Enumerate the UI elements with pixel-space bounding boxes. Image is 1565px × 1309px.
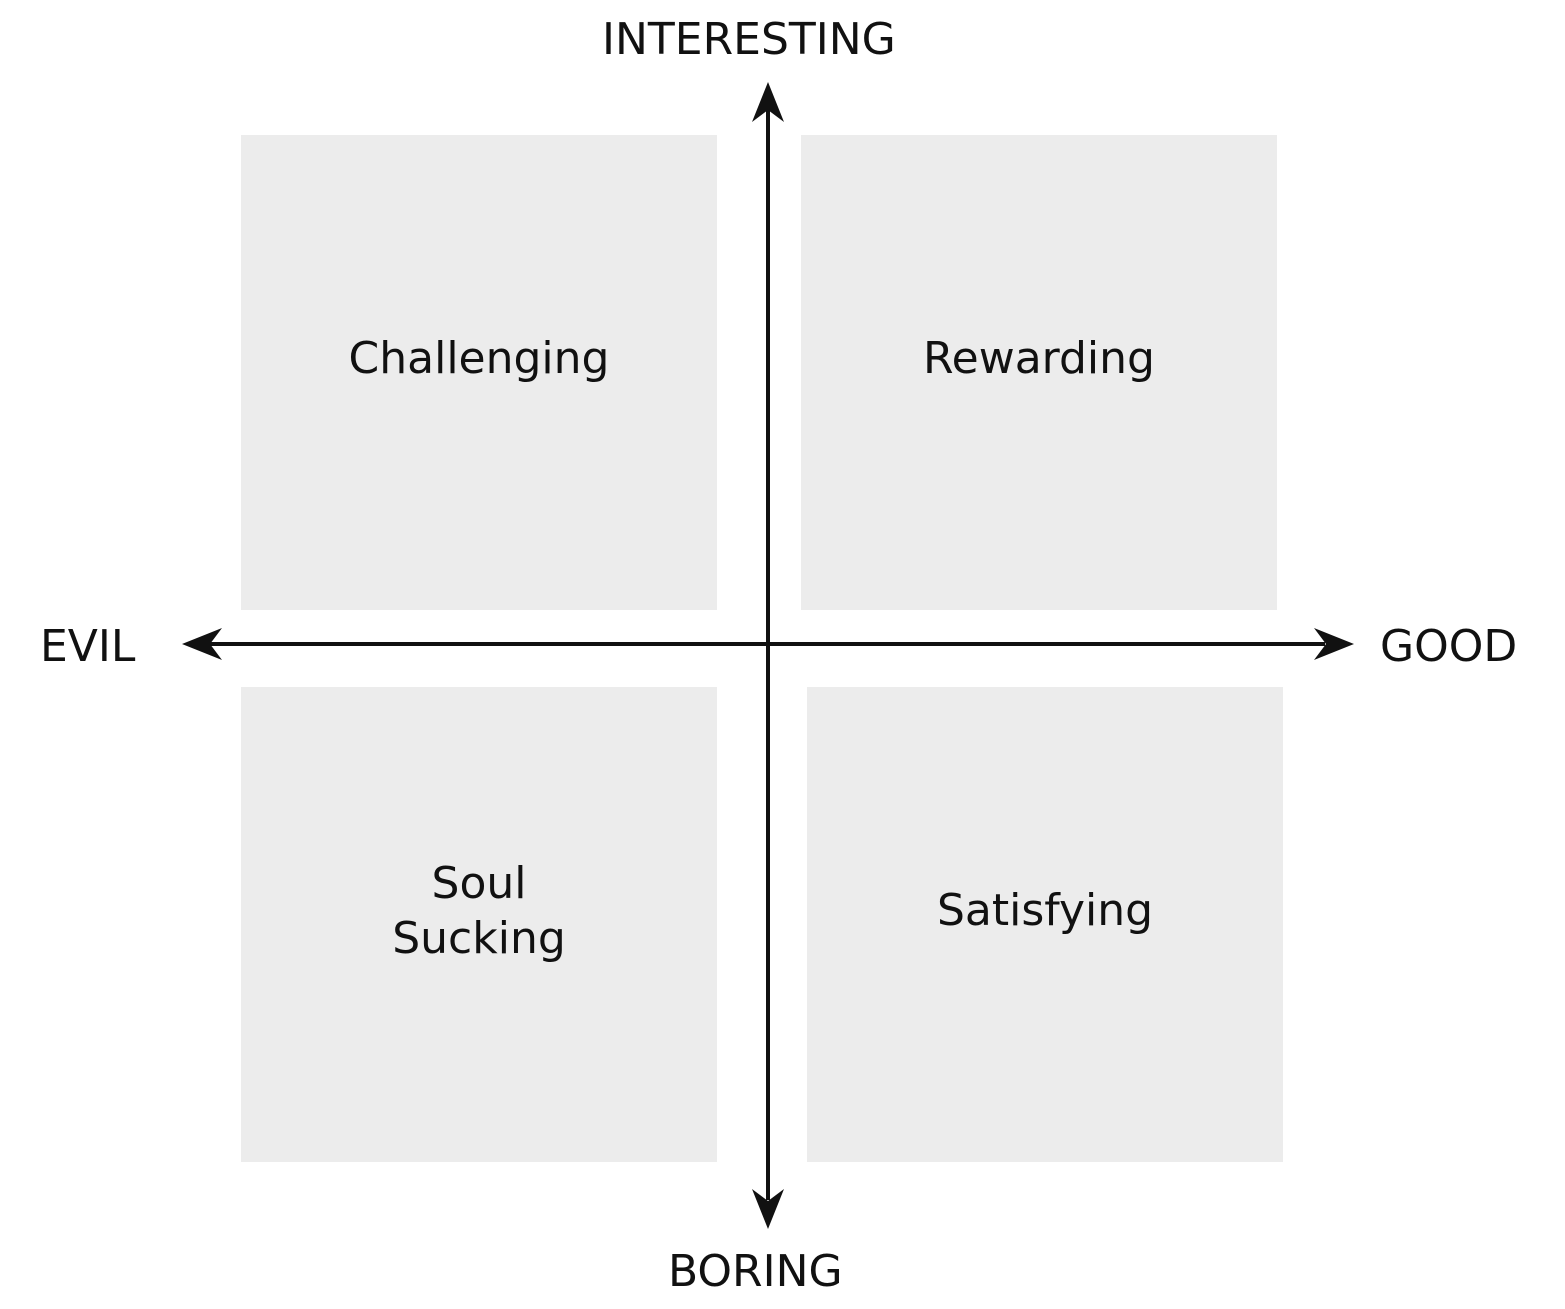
arrow-up-icon <box>752 82 784 122</box>
axis-label-bottom: BORING <box>668 1246 843 1297</box>
quadrant-bottom-right: Satisfying <box>807 687 1283 1162</box>
quadrant-bottom-right-label: Satisfying <box>936 885 1154 936</box>
quadrant-top-left: Challenging <box>241 135 717 610</box>
quadrant-top-right-label: Rewarding <box>923 333 1155 384</box>
arrow-right-icon <box>1314 628 1354 660</box>
axis-label-top: INTERESTING <box>602 14 896 65</box>
arrow-left-icon <box>182 628 222 660</box>
arrow-down-icon <box>752 1189 784 1229</box>
quadrant-top-right: Rewarding <box>801 135 1277 610</box>
quadrant-bottom-left: Soul Sucking <box>241 687 717 1162</box>
quadrant-bottom-left-label: Soul Sucking <box>392 857 566 964</box>
axis-label-left: EVIL <box>40 621 136 672</box>
axis-label-right: GOOD <box>1380 621 1518 672</box>
quadrant-top-left-label: Challenging <box>348 333 610 384</box>
